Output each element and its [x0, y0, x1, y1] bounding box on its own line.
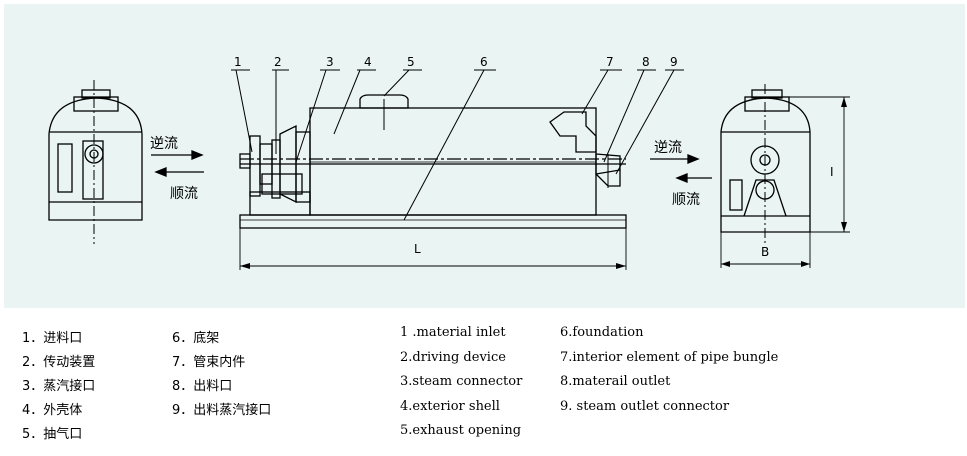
part-number-7: 7: [606, 55, 614, 69]
legend-item: 3．蒸汽接口: [22, 379, 96, 394]
legend-item: 7.interior element of pipe bungle: [560, 349, 779, 365]
legend-item: 4．外壳体: [22, 403, 83, 418]
right-flow-arrows: [650, 154, 712, 183]
legend-item: 8．出料口: [172, 379, 233, 394]
part-number-8: 8: [642, 55, 650, 69]
main-side-view: [239, 94, 627, 270]
legend-item: 6.foundation: [560, 325, 644, 340]
part-number-6: 6: [480, 55, 488, 69]
right-end-view: [720, 84, 850, 268]
dimension-length-label: L: [414, 242, 421, 256]
right-counterflow-label: 逆流: [654, 140, 682, 156]
left-flow-arrows: [151, 150, 204, 177]
legend-item: 2．传动装置: [22, 355, 96, 370]
legend-en-col2: 6.foundation 7.interior element of pipe …: [560, 321, 778, 419]
legend-cn-col2: 6．底架 7．管束内件 8．出料口 9．出料蒸汽接口: [172, 327, 271, 423]
right-coflow-label: 顺流: [672, 192, 700, 208]
dryer-diagram: 1 2 3 4 5 6 7 8 9 逆流 顺流 逆流 顺流 L B I: [48, 55, 850, 270]
legend-item: 1 .material inlet: [400, 325, 506, 340]
dimension-width-label: B: [761, 245, 769, 259]
legend-item: 7．管束内件: [172, 355, 246, 370]
legend-item: 4.exterior shell: [400, 398, 500, 414]
part-leaders: [231, 69, 684, 221]
left-coflow-label: 顺流: [170, 186, 198, 202]
legend-item: 8.materail outlet: [560, 374, 671, 389]
left-end-view: [48, 80, 143, 244]
legend-item: 6．底架: [172, 331, 220, 346]
part-number-2: 2: [274, 55, 282, 69]
part-number-4: 4: [364, 55, 372, 69]
legend-cn-col1: 1．进料口 2．传动装置 3．蒸汽接口 4．外壳体 5．抽气口: [22, 327, 95, 447]
part-number-3: 3: [326, 55, 334, 69]
legend-item: 5．抽气口: [22, 427, 83, 442]
part-number-5: 5: [407, 55, 415, 69]
part-number-9: 9: [670, 55, 678, 69]
part-number-1: 1: [234, 55, 242, 69]
legend-item: 9. steam outlet connector: [560, 398, 730, 414]
dimension-height-label: I: [830, 165, 834, 179]
diagram-labels: 1 2 3 4 5 6 7 8 9 逆流 顺流 逆流 顺流 L B I: [150, 55, 834, 259]
legend-item: 1．进料口: [22, 331, 83, 346]
legend-item: 2.driving device: [400, 349, 506, 365]
legend-item: 3.steam connector: [400, 374, 523, 389]
legend-item: 5.exhaust opening: [400, 423, 522, 438]
drawing-panel: 1 2 3 4 5 6 7 8 9 逆流 顺流 逆流 顺流 L B I: [4, 4, 965, 308]
legend-item: 9．出料蒸汽接口: [172, 403, 272, 418]
left-counterflow-label: 逆流: [150, 136, 178, 152]
legend-en-col1: 1 .material inlet 2.driving device 3.ste…: [400, 321, 522, 444]
